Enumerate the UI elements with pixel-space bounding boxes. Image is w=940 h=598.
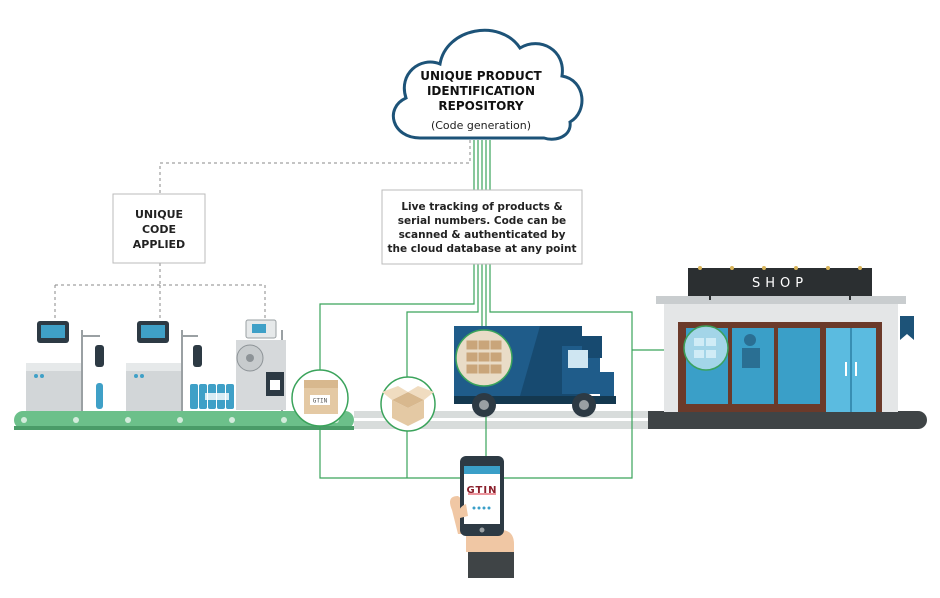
delivery-truck [454,326,616,417]
phone-scanner: GTIN [450,456,514,578]
code-applied-line-3: APPLIED [133,238,185,251]
cloud-subtitle: (Code generation) [431,119,531,132]
cloud-title-line-3: REPOSITORY [438,99,524,113]
cloud-title-line-1: UNIQUE PRODUCT [420,69,542,83]
gtin-box: GTIN [291,369,349,427]
tracking-line-3: scanned & authenticated by [399,229,566,241]
code-applied-line-2: CODE [142,223,176,236]
tracking-line-1: Live tracking of products & [401,201,562,213]
shop-building: SHOP [656,266,914,412]
cloud-repository: UNIQUE PRODUCT IDENTIFICATION REPOSITORY… [391,28,584,141]
labeler-station [236,319,286,411]
tracking-line-4: the cloud database at any point [388,243,577,255]
printer-station-2 [126,321,234,411]
cloud-title-line-2: IDENTIFICATION [427,84,535,98]
box-code-label: GTIN [313,398,328,405]
open-box [380,376,436,432]
tracking-line-2: serial numbers. Code can be [398,215,566,227]
shop-sign: SHOP [752,276,808,291]
phone-code-label: GTIN [467,485,498,496]
code-applied-line-1: UNIQUE [135,208,183,221]
dashed-connectors [54,140,471,320]
code-applied-box: UNIQUE CODE APPLIED [112,193,206,264]
road [354,411,927,429]
tracking-box: Live tracking of products & serial numbe… [381,189,583,265]
printer-station-1 [26,321,104,411]
